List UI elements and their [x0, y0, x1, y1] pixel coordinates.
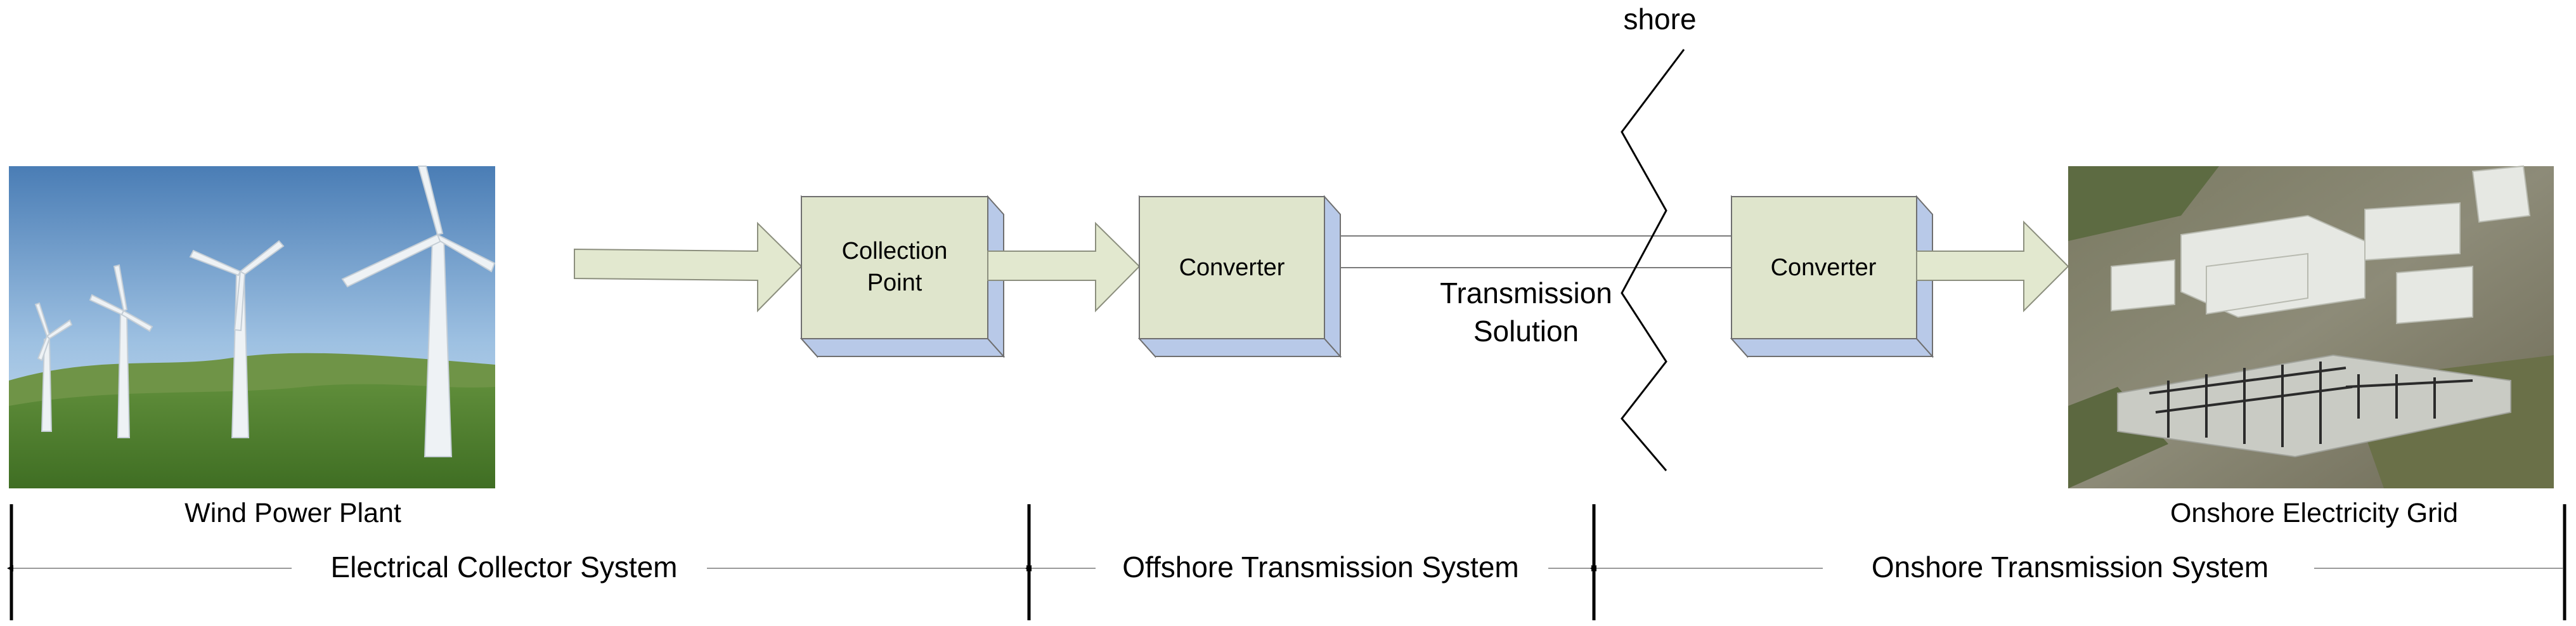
onshore-grid-image	[2068, 165, 2554, 488]
input-arrow	[574, 221, 803, 313]
onshore-system-span: Onshore Transmission System	[1590, 551, 2563, 584]
offshore-converter-box: Converter	[1137, 195, 1342, 358]
onshore-system-label: Onshore Transmission System	[1872, 551, 2269, 584]
transmission-solution-label-line1: Transmission	[1440, 277, 1612, 310]
wind-power-plant-label: Wind Power Plant	[184, 498, 401, 528]
offshore-converter-label: Converter	[1179, 254, 1285, 281]
transmission-solution-label-line2: Solution	[1473, 315, 1579, 348]
substation-pad	[2117, 354, 2511, 458]
collector-system-label: Electrical Collector System	[330, 551, 677, 584]
collection-to-converter-arrow	[987, 221, 1141, 313]
onshore-converter-label: Converter	[1771, 254, 1877, 281]
substation-structure-icon	[2149, 362, 2473, 447]
offshore-system-span: Offshore Transmission System	[1025, 551, 1598, 584]
wind-turbine-icon	[189, 240, 285, 438]
onshore-grid-label: Onshore Electricity Grid	[2170, 498, 2458, 528]
collector-system-span: Electrical Collector System	[7, 551, 1033, 584]
shore-line	[1621, 49, 1685, 471]
building-icon	[2111, 165, 2531, 325]
shore-label: shore	[1623, 3, 1696, 36]
converter-to-grid-arrow	[1916, 220, 2069, 313]
system-boundaries	[10, 504, 2566, 620]
wind-power-plant-image	[9, 166, 496, 488]
wind-turbine-icon	[89, 264, 153, 438]
collection-point-label-line2: Point	[867, 270, 922, 296]
collection-point-box: Collection Point	[799, 195, 1006, 358]
collection-point-label-line1: Collection	[842, 238, 948, 264]
onshore-converter-box: Converter	[1730, 195, 1934, 358]
wind-turbine-icon	[34, 302, 73, 432]
offshore-system-label: Offshore Transmission System	[1122, 551, 1518, 584]
wind-turbine-icon	[341, 166, 496, 457]
